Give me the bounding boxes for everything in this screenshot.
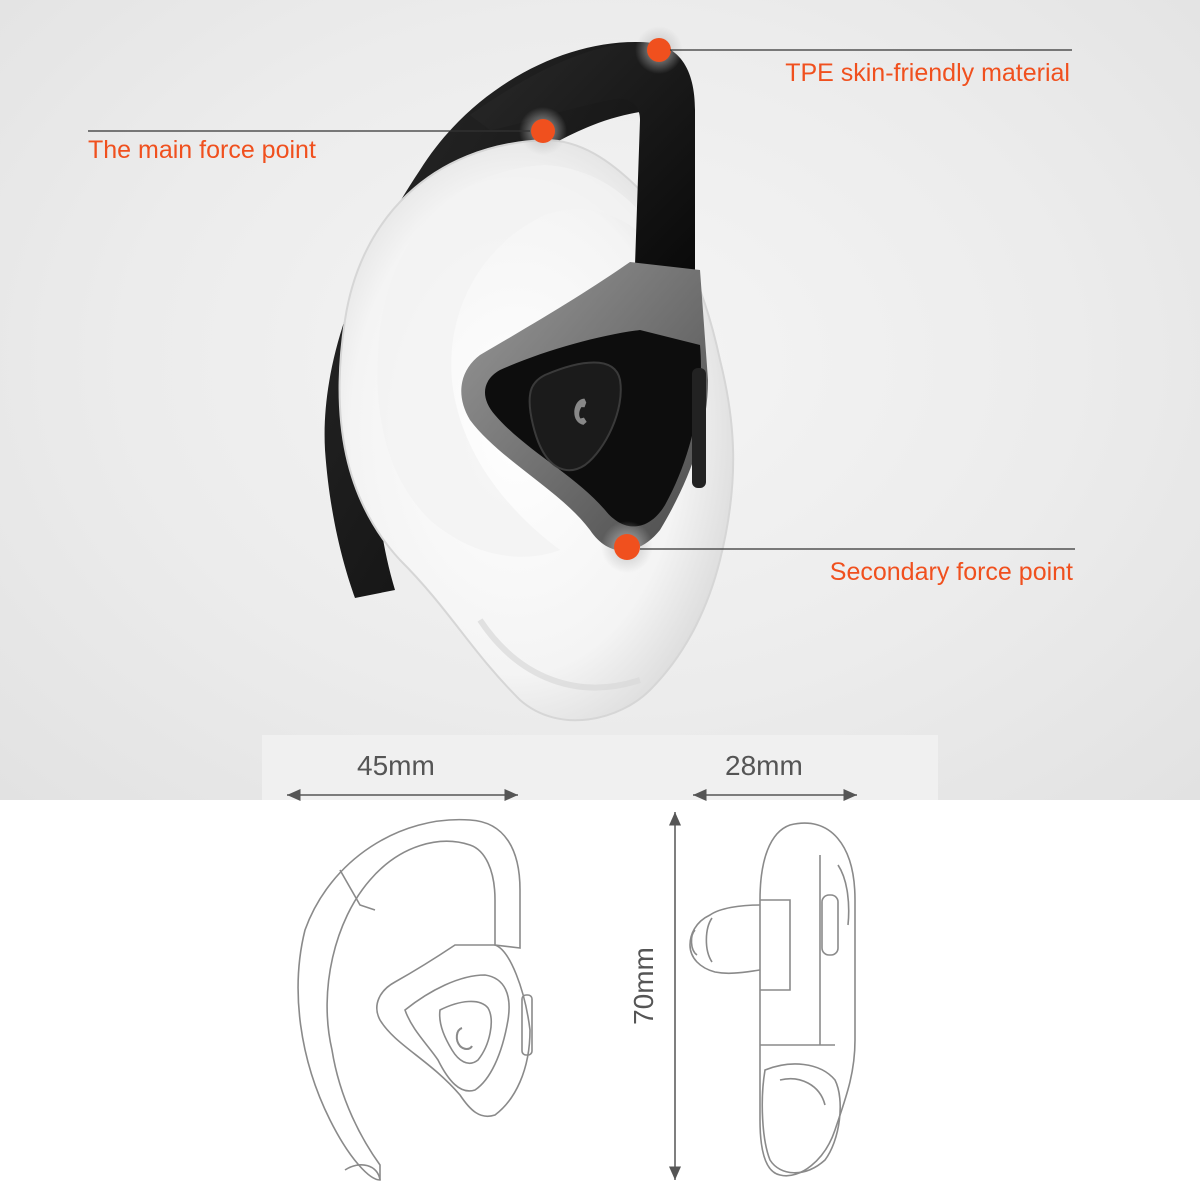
product-photo-panel [0,0,1200,800]
dimension-width-front: 45mm [357,750,435,781]
front-view-drawing [297,818,533,1181]
side-view-drawing [689,822,856,1177]
callout-main-force-label: The main force point [88,136,316,164]
force-dot-top [635,26,683,74]
ear-hook-front [470,42,695,270]
ear-inner-fold [377,165,670,557]
force-dot-secondary [601,521,653,573]
force-dot-main [519,107,567,155]
callout-tpe-label: TPE skin-friendly material [785,59,1070,87]
callout-secondary-force-label: Secondary force point [829,558,1073,586]
earphone-side-button [692,368,706,488]
ear-with-earphone-illustration [88,26,1075,722]
phone-icon [574,398,587,425]
dimension-width-side: 28mm [725,750,803,781]
ear-lobe-shadow [477,618,641,691]
